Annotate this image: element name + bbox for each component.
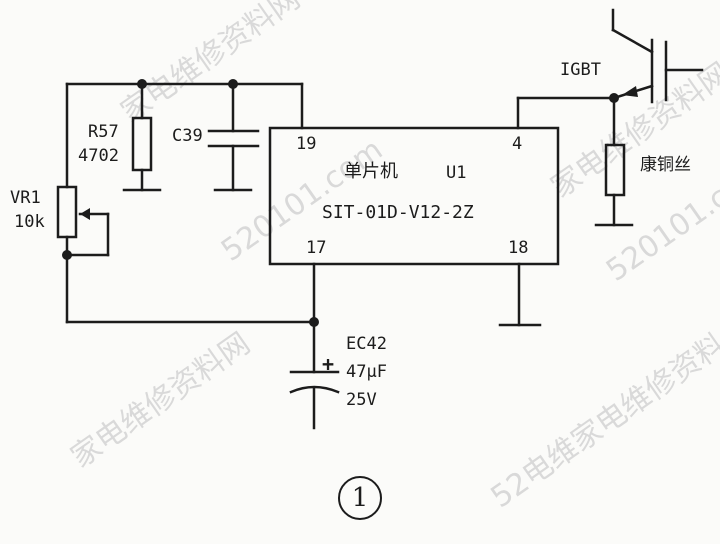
junction-dot (609, 93, 619, 103)
pin-18-label: 18 (508, 238, 529, 258)
junction-dot (62, 250, 72, 260)
figure-number: 1 (338, 476, 382, 520)
vr1-value: 10k (14, 212, 45, 232)
ec42-label: EC42 (346, 334, 387, 354)
c39-label: C39 (172, 126, 203, 146)
chip-u1 (268, 126, 560, 266)
igbt-label: IGBT (560, 60, 601, 80)
chip-id: U1 (446, 163, 467, 183)
resistor-kangtong (604, 143, 626, 197)
r57-label: R57 (88, 122, 119, 142)
potentiometer-vr1 (56, 185, 78, 239)
resistor-r57 (131, 116, 153, 172)
igbt-collector (611, 28, 654, 54)
r57-value: 4702 (78, 146, 119, 166)
junction-dot (228, 79, 238, 89)
ec42-value: 47μF (346, 362, 387, 382)
junction-dot (137, 79, 147, 89)
vr1-label: VR1 (10, 188, 41, 208)
chip-part-number: SIT-01D-V12-2Z (322, 202, 474, 223)
igbt-emitter-arrow (622, 86, 638, 97)
vr1-wiper-arrow (80, 208, 90, 220)
pin-19-label: 19 (296, 134, 317, 154)
pin-17-label: 17 (306, 238, 327, 258)
chip-title: 单片机 (344, 161, 398, 182)
ec42-voltage: 25V (346, 390, 377, 410)
kangtong-wire-label: 康铜丝 (640, 155, 691, 175)
ec42-polarity: + (322, 352, 335, 376)
junction-dot (309, 317, 319, 327)
pin-4-label: 4 (512, 134, 523, 154)
